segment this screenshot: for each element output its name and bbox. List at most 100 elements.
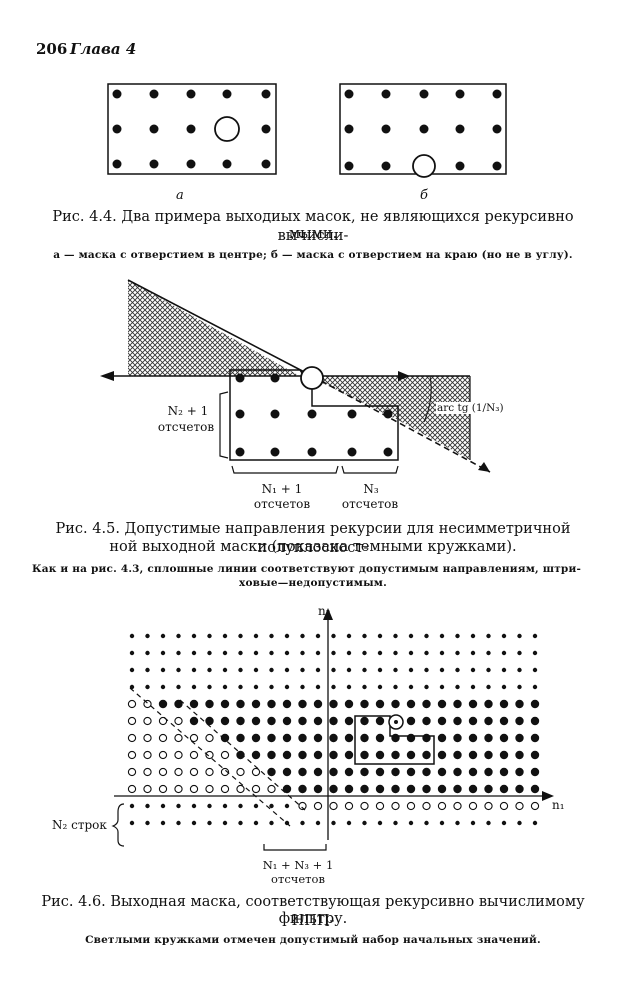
sample-dot — [486, 650, 491, 656]
sample-dot — [453, 716, 462, 726]
sample-dot — [176, 803, 181, 809]
sample-dot — [160, 803, 166, 809]
sample-dot — [532, 650, 538, 656]
sample-dot — [160, 684, 166, 690]
initial-value-circle — [127, 750, 137, 760]
rows-label: N₂ строк — [52, 818, 107, 832]
sample-dot — [422, 767, 431, 777]
sample-dot — [406, 784, 416, 794]
sample-dot — [282, 767, 292, 777]
initial-value-circle — [406, 801, 416, 811]
sample-dot — [282, 716, 292, 726]
sample-dot — [499, 716, 509, 726]
sample-dot — [251, 733, 261, 743]
mask-dot — [419, 124, 429, 134]
initial-value-circle — [189, 767, 199, 777]
sample-dot — [360, 767, 369, 777]
sample-dot — [207, 820, 212, 826]
sample-dot — [238, 633, 243, 639]
n2-label-sub: отсчетов — [157, 420, 215, 434]
initial-value-circle — [453, 801, 462, 811]
initial-value-circle — [174, 767, 183, 777]
sample-dot — [315, 633, 321, 639]
sample-dot — [455, 684, 460, 690]
sample-dot — [158, 699, 168, 709]
initial-value-circle — [143, 784, 152, 794]
initial-value-circle — [267, 784, 276, 794]
sample-dot — [129, 650, 135, 656]
sample-dot — [145, 633, 150, 639]
sample-dot — [422, 733, 431, 743]
sample-dot — [269, 667, 274, 673]
initial-value-circle — [174, 716, 183, 726]
sample-dot — [253, 803, 259, 809]
cols-label: N₁ + N₃ + 1 — [262, 858, 334, 872]
initial-value-circle — [515, 801, 524, 811]
sample-dot — [220, 716, 230, 726]
mask-dot — [270, 373, 280, 383]
sample-dot — [360, 733, 369, 743]
sample-dot — [486, 820, 491, 826]
sample-dot — [455, 820, 460, 826]
sample-dot — [329, 699, 338, 709]
sample-dot — [346, 650, 352, 656]
sample-dot — [530, 733, 540, 743]
sample-dot — [300, 650, 305, 656]
initial-value-circle — [251, 784, 261, 794]
sample-dot — [160, 667, 166, 673]
mask-dot — [112, 124, 122, 134]
sample-dot — [468, 784, 478, 794]
initial-value-circle — [220, 750, 230, 760]
initial-value-circle — [127, 767, 137, 777]
sample-dot — [176, 633, 181, 639]
page-number: 206 — [36, 40, 68, 58]
sample-dot — [129, 667, 135, 673]
mask-dot — [381, 161, 391, 171]
sample-dot — [391, 733, 400, 743]
sample-dot — [486, 667, 491, 673]
sample-dot — [207, 667, 212, 673]
sample-dot — [238, 803, 243, 809]
output-mask-outline — [354, 715, 435, 765]
sample-dot — [191, 803, 197, 809]
sample-dot — [532, 684, 538, 690]
sample-dot — [406, 716, 416, 726]
sample-dot — [145, 803, 150, 809]
sample-dot — [238, 667, 243, 673]
sample-dot — [284, 667, 290, 673]
sample-dot — [284, 684, 290, 690]
sample-dot — [391, 699, 400, 709]
sample-dot — [251, 750, 261, 760]
mask-dot — [492, 124, 502, 134]
sample-dot — [313, 750, 323, 760]
initial-value-circle — [499, 801, 509, 811]
sample-dot — [236, 699, 245, 709]
sample-dot — [455, 633, 460, 639]
initial-value-circle — [158, 784, 168, 794]
sample-dot — [267, 699, 276, 709]
sample-dot — [532, 820, 538, 826]
sample-dot — [484, 767, 493, 777]
sample-dot — [298, 716, 307, 726]
sample-dot — [515, 784, 524, 794]
initial-value-circle — [484, 801, 493, 811]
sample-dot — [344, 716, 354, 726]
mask-dot — [344, 124, 354, 134]
initial-value-circle — [313, 801, 323, 811]
sample-dot — [468, 733, 478, 743]
sample-dot — [499, 784, 509, 794]
sample-dot — [377, 650, 383, 656]
sample-dot — [251, 699, 261, 709]
sample-dot — [530, 767, 540, 777]
sample-dot — [329, 733, 338, 743]
sub-label-a: а — [176, 188, 184, 203]
mask-dot — [455, 124, 465, 134]
axis-n2-arrow — [323, 608, 333, 620]
sample-dot — [453, 750, 462, 760]
sample-dot — [362, 820, 367, 826]
initial-value-circle — [329, 801, 338, 811]
sample-dot — [238, 684, 243, 690]
sample-dot — [470, 684, 476, 690]
initial-value-circle — [174, 750, 183, 760]
sample-dot — [129, 633, 135, 639]
